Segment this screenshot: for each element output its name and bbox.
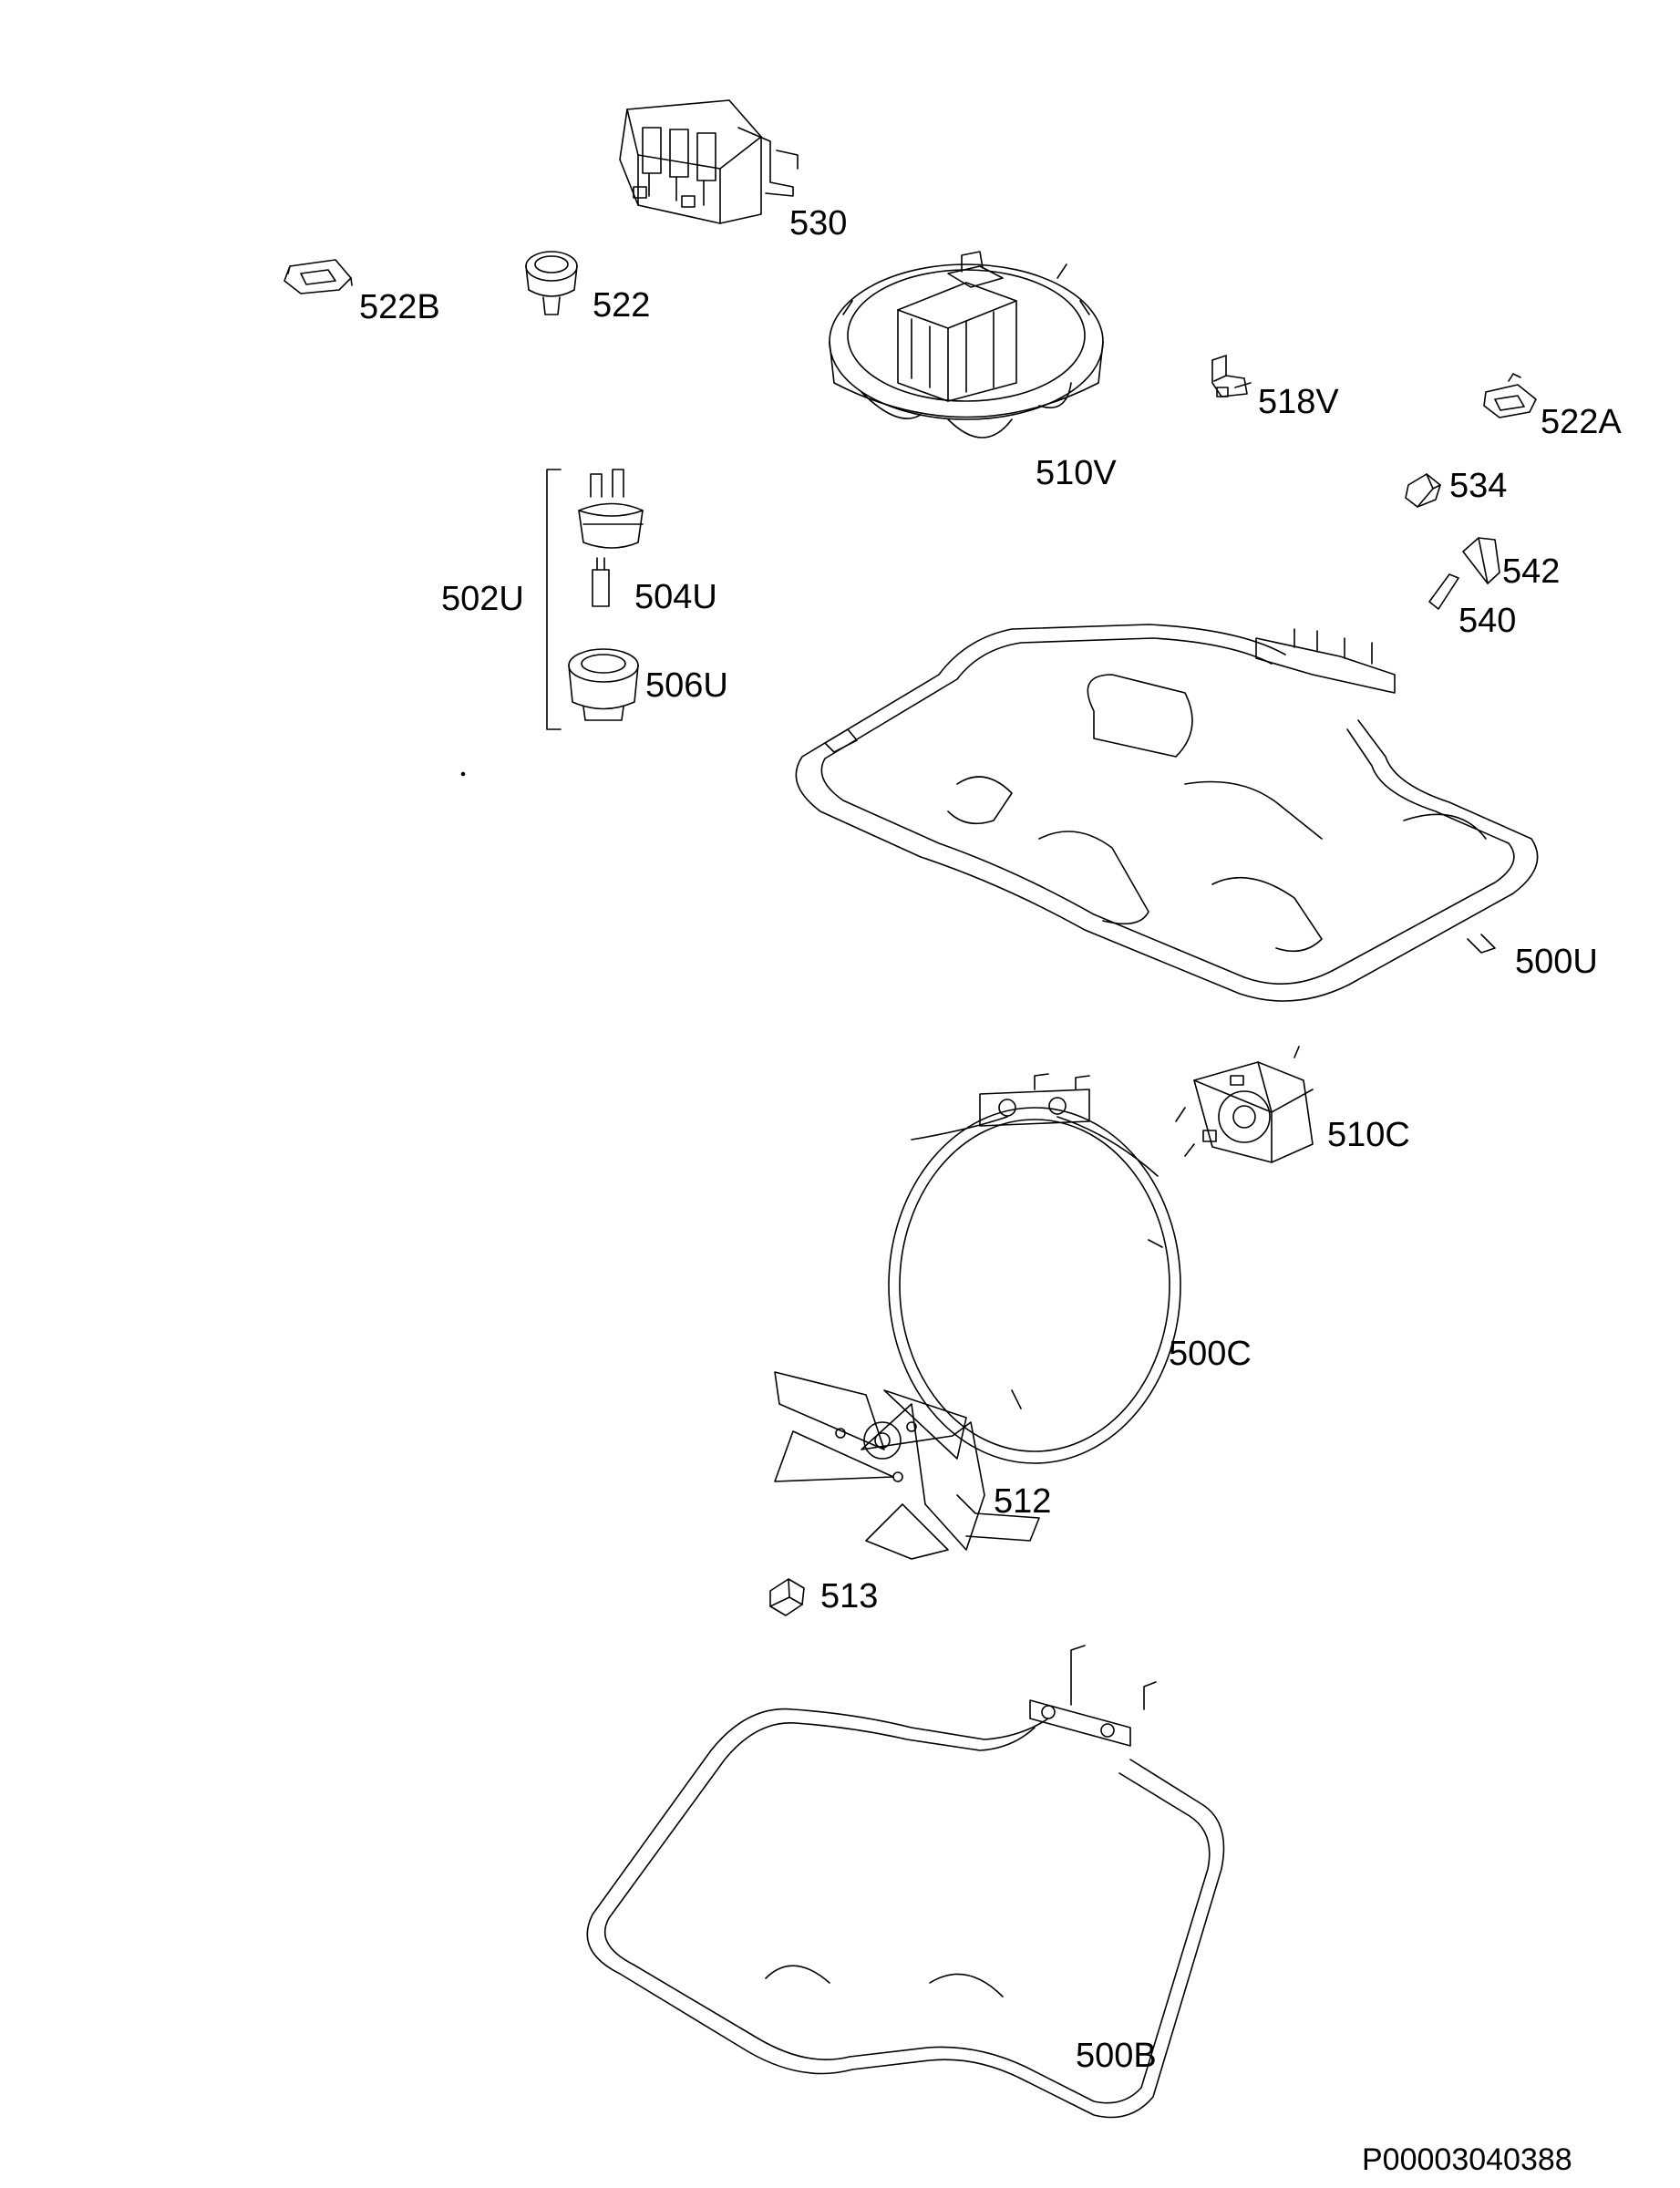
label-510c: 510C bbox=[1327, 1116, 1410, 1154]
part-522b-clip bbox=[284, 260, 352, 294]
label-506u: 506U bbox=[645, 666, 728, 705]
label-512: 512 bbox=[994, 1482, 1052, 1521]
part-500u-grill-element bbox=[796, 624, 1537, 1001]
part-522a-clip bbox=[1484, 374, 1536, 418]
part-542-seal bbox=[1463, 538, 1500, 583]
stray-dot bbox=[462, 773, 465, 776]
label-540: 540 bbox=[1458, 602, 1517, 640]
part-510c-fan-motor bbox=[1176, 1047, 1313, 1162]
part-513-nut bbox=[770, 1579, 804, 1615]
part-510v-fan-motor bbox=[830, 252, 1103, 438]
label-502u: 502U bbox=[441, 580, 524, 618]
part-500c-circular-element bbox=[889, 1074, 1180, 1463]
part-500b-bottom-element bbox=[587, 1646, 1223, 2118]
part-530-terminal-block bbox=[620, 100, 798, 223]
label-510v: 510V bbox=[1036, 454, 1117, 492]
part-540-gasket bbox=[1429, 574, 1458, 609]
label-542: 542 bbox=[1502, 552, 1561, 591]
label-534: 534 bbox=[1449, 467, 1508, 505]
label-500c: 500C bbox=[1169, 1335, 1252, 1373]
part-522-sensor bbox=[526, 252, 577, 315]
label-513: 513 bbox=[820, 1577, 879, 1615]
document-id: P00003040388 bbox=[1362, 2142, 1572, 2177]
part-512-fan-blade bbox=[775, 1372, 1039, 1559]
label-522a: 522A bbox=[1541, 403, 1622, 441]
label-522b: 522B bbox=[359, 288, 440, 326]
label-500u: 500U bbox=[1515, 943, 1598, 981]
part-534-cap bbox=[1406, 474, 1440, 507]
part-518v-bracket bbox=[1212, 356, 1251, 397]
label-500b: 500B bbox=[1076, 2037, 1157, 2075]
label-530: 530 bbox=[789, 204, 848, 243]
part-502u-lamp-assembly bbox=[547, 470, 643, 729]
label-522: 522 bbox=[593, 286, 651, 325]
label-504u: 504U bbox=[634, 578, 717, 616]
label-518v: 518V bbox=[1258, 383, 1339, 421]
